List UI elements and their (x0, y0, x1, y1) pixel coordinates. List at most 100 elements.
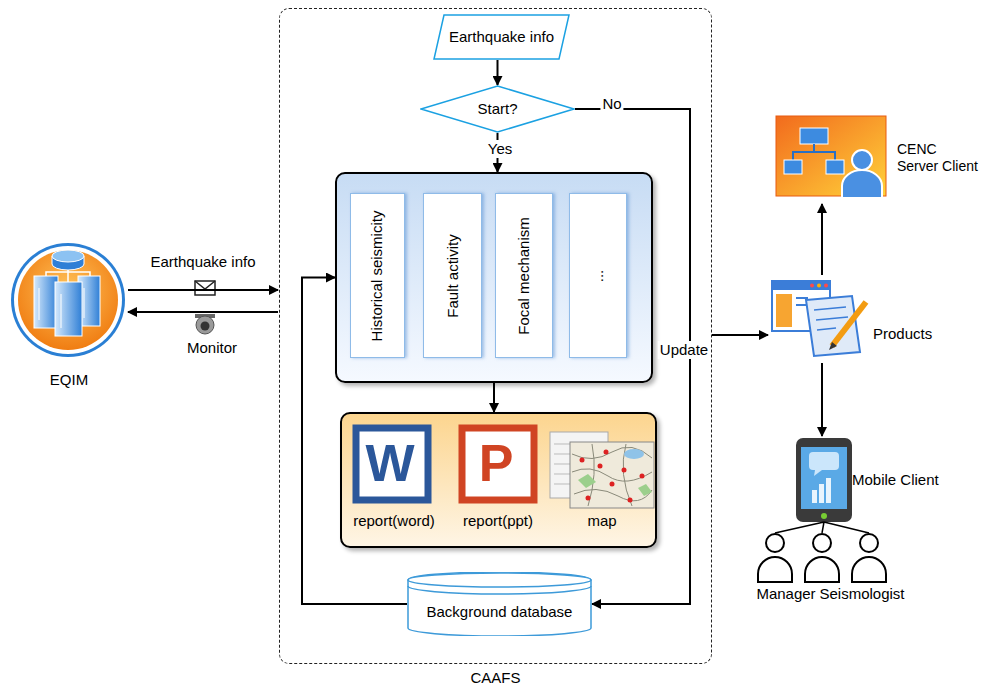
people-icons (852, 557, 886, 582)
server-client-icon (813, 144, 815, 152)
camera-icon (201, 322, 210, 331)
phone-icon (814, 470, 822, 476)
flow-arrow (821, 363, 823, 436)
system-boundary: CAAFSEarthquake infoStart?Historical sei… (279, 8, 712, 664)
mobile-client-node: Mobile Client (792, 436, 952, 524)
node-label: report(word) (342, 512, 446, 530)
flow-arrow (128, 289, 278, 291)
node-label: CENC Server Client (897, 141, 980, 175)
map-icon (580, 458, 585, 463)
server-client-icon (800, 128, 828, 144)
products-icon (832, 302, 866, 346)
people-icons (775, 522, 869, 533)
envelope-icon (195, 281, 215, 295)
module-label: Focal mechanism (515, 217, 533, 335)
phone-icon (826, 478, 831, 503)
phone-icon (821, 513, 827, 519)
flow-arrow (712, 334, 768, 336)
products-icon (772, 281, 866, 356)
eqim-icon (61, 294, 62, 328)
eqim-icon (55, 282, 82, 336)
eqim-icon (39, 288, 40, 320)
phone-icon (812, 490, 817, 503)
map-icon (610, 482, 615, 487)
node-label: EQIM (50, 371, 88, 389)
diamond-outline (421, 86, 574, 132)
flow-arrow (821, 204, 823, 275)
cyl-outline (408, 573, 591, 587)
map-icon (638, 484, 652, 496)
module-column: Historical seismicity (350, 193, 405, 358)
role-label: Seismologist (819, 585, 904, 603)
phone-icon (819, 484, 824, 503)
flow-arrow (497, 60, 499, 85)
module-column: Fault activity (423, 193, 482, 358)
products-icon (816, 317, 848, 320)
camera-icon (195, 314, 215, 334)
icon-letter: P (479, 432, 514, 494)
eqim-icon (52, 250, 84, 262)
products-icon (796, 304, 806, 306)
products-icon (772, 281, 830, 290)
map-icon (578, 474, 596, 488)
phone-icon (796, 438, 852, 522)
ppt-icon (462, 428, 534, 500)
edge-label: Earthquake info (150, 253, 255, 271)
eqim-icon (11, 243, 125, 357)
para-outline (434, 15, 569, 59)
eqim-icon (84, 288, 85, 318)
node-label: Background database (427, 603, 573, 621)
database-cylinder: Background database (407, 572, 592, 636)
eqim-icon (67, 270, 69, 282)
map-icon (598, 464, 603, 469)
cyl-outline (408, 586, 591, 594)
server-client-icon (776, 116, 886, 198)
products-icon (829, 342, 837, 350)
node-label: Mobile Client (852, 471, 939, 489)
node-label: Start? (477, 100, 517, 118)
products-node: Products (768, 275, 948, 363)
module-column: Focal mechanism (495, 193, 553, 358)
products-icon (817, 284, 821, 288)
flow-arrow (493, 383, 495, 412)
flow-arrow (128, 311, 278, 313)
server-client-icon (784, 160, 802, 174)
map-icon (550, 432, 654, 508)
eqim-icon (34, 276, 58, 328)
edge-label: Yes (486, 140, 514, 158)
module-label: Fault activity (444, 234, 462, 317)
people-icons (758, 522, 886, 582)
edge-label: No (600, 95, 623, 113)
phone-icon (801, 447, 847, 509)
icon-letter: W (365, 432, 414, 494)
envelope-icon (195, 281, 215, 295)
people-icons (805, 557, 839, 582)
people-icons (813, 534, 831, 552)
map-icon (622, 468, 627, 473)
flow-label: Update (658, 341, 710, 359)
people-icons (758, 557, 792, 582)
map-icon (572, 444, 652, 506)
phone-icon (809, 452, 839, 470)
map-icon (586, 496, 591, 501)
products-icon (810, 284, 814, 288)
people-icons (766, 534, 784, 552)
decision-diamond: Start? (420, 85, 575, 133)
node-label: report(ppt) (446, 512, 550, 530)
server-client-icon (793, 152, 835, 160)
word-icon (356, 428, 428, 500)
node-label: Earthquake info (449, 28, 554, 46)
eqim-icon (18, 250, 118, 350)
input-parallelogram: Earthquake info (433, 14, 570, 60)
eqim-icon (11, 243, 125, 357)
connectors (128, 60, 822, 604)
client-node: CENC Server Client (772, 112, 984, 204)
word-icon (356, 428, 428, 500)
module-label: ... (589, 269, 607, 282)
map-icon (604, 450, 609, 455)
map-icon (640, 474, 645, 479)
ppt-icon (462, 428, 534, 500)
cyl-outline (408, 572, 591, 636)
envelope-icon (195, 281, 215, 289)
products-icon (806, 296, 860, 356)
